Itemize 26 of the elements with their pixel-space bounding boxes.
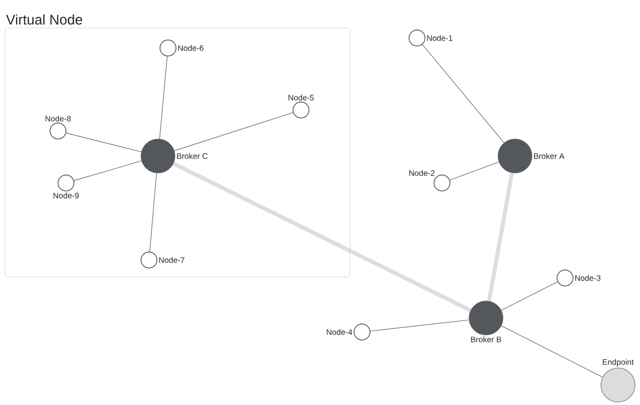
node-label: Endpoint	[602, 358, 634, 366]
node-label: Node-8	[46, 116, 71, 122]
connector-line	[449, 162, 500, 180]
node-label: Node-6	[178, 45, 204, 51]
node-label: Virtual Node	[6, 14, 82, 25]
node-label: Broker C	[177, 153, 208, 159]
connector-line	[422, 44, 504, 144]
connector-line	[149, 172, 157, 252]
connector-line	[172, 162, 472, 312]
connector-line	[500, 325, 603, 378]
node-label: Broker B	[471, 336, 502, 342]
connector-line	[174, 112, 294, 152]
node-label: Node-5	[288, 94, 314, 100]
node-label: Broker A	[534, 153, 564, 159]
connector-line	[66, 132, 142, 152]
node-label: Node-2	[409, 170, 434, 176]
connector-line	[501, 281, 558, 311]
connector-line	[159, 56, 168, 140]
connector-line	[487, 172, 514, 302]
node-label: Node-3	[575, 275, 600, 281]
node-label: Node-4	[326, 329, 352, 335]
node-label: Node-7	[159, 257, 184, 263]
node-label: Node-1	[427, 35, 452, 41]
node-label: Node-9	[54, 192, 79, 198]
connector-line	[370, 320, 470, 332]
connector-line	[74, 160, 142, 181]
